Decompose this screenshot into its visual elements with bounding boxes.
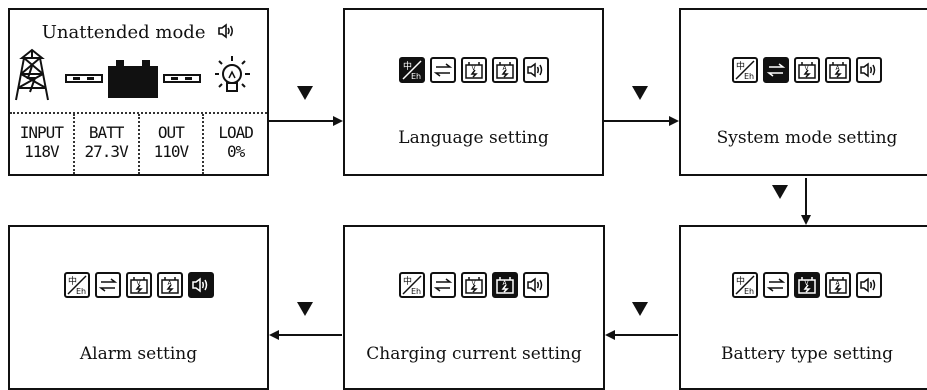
output-label: OUT: [157, 123, 185, 142]
status-title: Unattended mode: [10, 22, 267, 43]
battery-voltage-icon: V: [460, 57, 487, 83]
svg-text:A: A: [503, 280, 508, 287]
down-key-icon: [297, 302, 313, 316]
alarm-icon: [187, 272, 214, 298]
system-mode-icon: [430, 272, 456, 298]
output-value: 110V: [153, 142, 190, 161]
input-reading: INPUT 118V: [10, 114, 73, 174]
svg-text:A: A: [836, 280, 841, 287]
svg-text:V: V: [136, 280, 141, 287]
svg-text:中: 中: [403, 275, 412, 287]
alarm-icon: [856, 57, 882, 83]
screen-caption: Battery type setting: [721, 344, 893, 364]
system-mode-icon: [94, 272, 121, 298]
battery-value: 27.3V: [84, 142, 129, 161]
screen-caption: System mode setting: [716, 128, 898, 148]
down-key-icon: [632, 86, 648, 100]
svg-text:Eh: Eh: [76, 287, 86, 296]
svg-text:Eh: Eh: [744, 72, 754, 81]
load-label: LOAD: [218, 123, 254, 142]
svg-text:V: V: [471, 65, 476, 72]
svg-text:A: A: [167, 280, 172, 287]
battery-reading: BATT 27.3V: [72, 114, 138, 174]
battery-voltage-icon: V: [794, 57, 820, 83]
charging-current-icon: A: [825, 57, 851, 83]
system-mode-icon: [429, 57, 456, 83]
svg-text:中: 中: [736, 60, 745, 72]
down-key-icon: [772, 185, 788, 199]
svg-text:Eh: Eh: [744, 287, 754, 296]
svg-text:A: A: [836, 65, 841, 72]
alarm-icon: [522, 57, 549, 83]
charging-current-icon: A: [825, 272, 851, 298]
screen-caption: Alarm setting: [79, 344, 198, 364]
down-key-icon: [297, 86, 313, 100]
alarm-icon: [856, 272, 882, 298]
bulb-icon: [215, 56, 250, 92]
system-mode-icon: [763, 57, 789, 83]
svg-text:V: V: [805, 280, 810, 287]
svg-text:中: 中: [403, 60, 412, 72]
load-value: 0%: [226, 142, 245, 161]
svg-text:Eh: Eh: [411, 72, 421, 81]
input-value: 118V: [24, 142, 60, 161]
battery-icon: [108, 60, 158, 98]
flow-connectors: [268, 116, 811, 340]
charging-current-icon: A: [492, 272, 518, 298]
battery-voltage-icon: V: [794, 272, 820, 298]
svg-text:V: V: [472, 280, 477, 287]
status-readings: INPUT 118V BATT 27.3V OUT 110V LOAD 0%: [10, 112, 267, 174]
svg-text:A: A: [502, 65, 507, 72]
system-mode-icon: [763, 272, 789, 298]
battery-voltage-icon: V: [461, 272, 487, 298]
tower-icon: [15, 48, 49, 101]
speaker-icon: [218, 23, 234, 39]
power-flow-graphic: [15, 48, 250, 101]
input-label: INPUT: [19, 123, 64, 142]
battery-voltage-icon: V: [125, 272, 152, 298]
load-reading: LOAD 0%: [202, 114, 267, 174]
output-reading: OUT 110V: [137, 114, 203, 174]
svg-text:Eh: Eh: [411, 287, 421, 296]
status-panel: Unattended mode: [8, 8, 269, 176]
svg-text:V: V: [805, 65, 810, 72]
charging-current-icon: A: [156, 272, 183, 298]
screen-caption: Language setting: [398, 128, 549, 148]
down-key-icon: [632, 302, 648, 316]
battery-label: BATT: [88, 123, 125, 142]
svg-text:中: 中: [736, 275, 745, 287]
alarm-icon: [523, 272, 549, 298]
charging-current-icon: A: [491, 57, 518, 83]
svg-text:中: 中: [68, 275, 77, 287]
screen-caption: Charging current setting: [366, 344, 582, 364]
